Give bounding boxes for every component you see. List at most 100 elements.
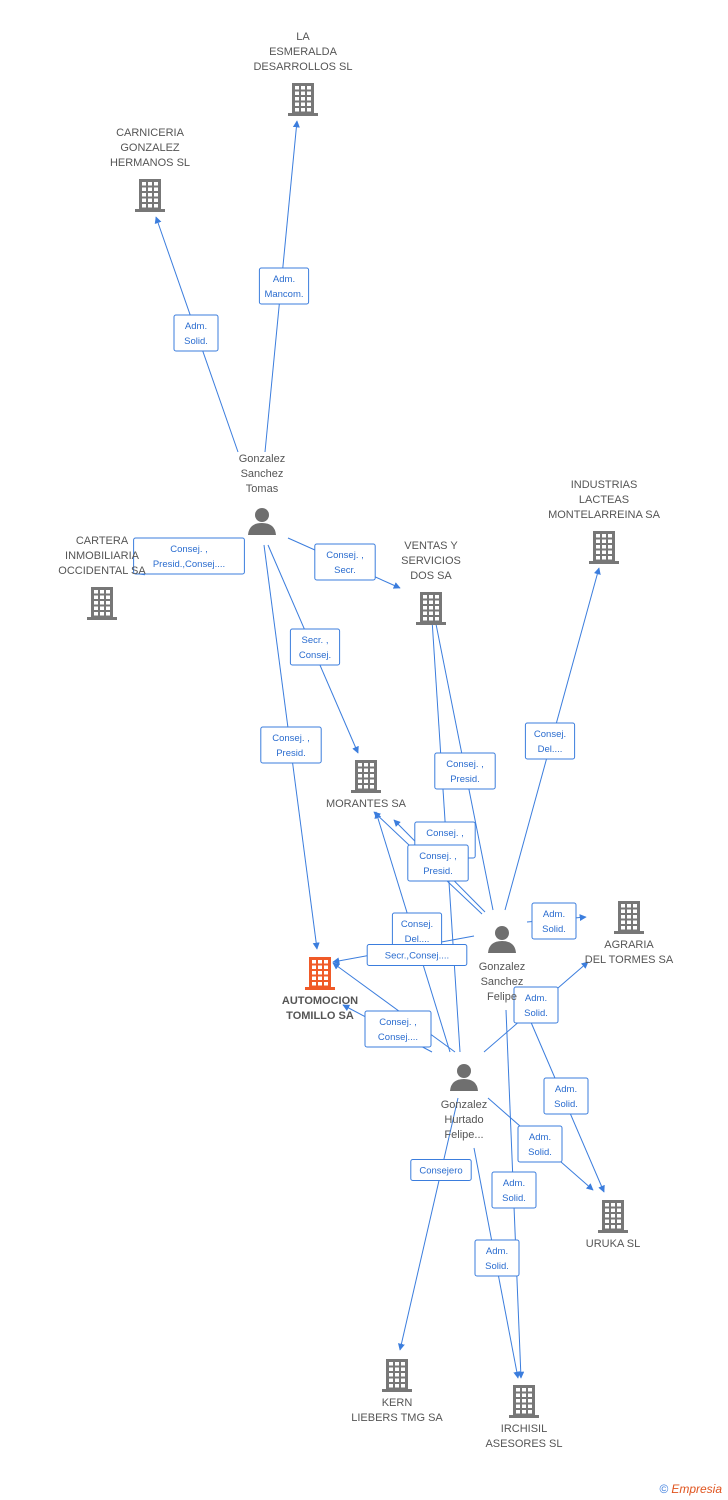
edge-label-text: Solid. — [554, 1099, 578, 1110]
node-label: Felipe... — [444, 1129, 483, 1141]
edge-label-text: Solid. — [184, 336, 208, 347]
edge-label-text: Consej. — [401, 919, 433, 930]
edge-label-hurtado-irchisil[interactable]: Adm. Solid. — [474, 1239, 520, 1277]
node-hurtado[interactable]: GonzalezHurtadoFelipe... — [441, 1064, 487, 1141]
node-label: TOMILLO SA — [286, 1010, 354, 1022]
edge-label-box[interactable] — [531, 902, 577, 940]
edge-label-box[interactable] — [133, 537, 245, 575]
node-label: CARNICERIA — [116, 127, 185, 139]
edge-label-text: Consej.... — [378, 1032, 418, 1043]
edge-label-felipe-automocion[interactable]: Consej.Del.... — [391, 912, 443, 950]
edge-label-box[interactable] — [173, 314, 219, 352]
edge-label-text: Adm. — [185, 321, 207, 332]
edge-label-tomas-cartera[interactable]: Consej. ,Presid.,Consej.... — [133, 537, 245, 575]
edge-label-text: Presid.,Consej.... — [153, 559, 225, 570]
edge-label-box[interactable] — [364, 1010, 432, 1048]
edge-label-felipe-industrias[interactable]: Consej.Del.... — [524, 722, 576, 760]
node-label: MORANTES SA — [326, 798, 407, 810]
edge-label-text: Adm. — [555, 1084, 577, 1095]
edge-label-text: Consej. , — [272, 733, 310, 744]
edge-label-text: Adm. — [529, 1132, 551, 1143]
edge-label-text: Adm. — [503, 1178, 525, 1189]
edge-label-text: Consej. , — [379, 1017, 417, 1028]
person-icon — [248, 508, 276, 535]
building-icon — [351, 760, 381, 793]
node-label: Gonzalez — [479, 961, 525, 973]
node-label: MONTELARREINA SA — [548, 509, 661, 521]
building-icon — [589, 531, 619, 564]
node-label: LIEBERS TMG SA — [351, 1412, 443, 1424]
node-label: VENTAS Y — [404, 540, 458, 552]
edge-label-hurtado-automocion[interactable]: Consej. , Consej.... — [364, 1010, 432, 1048]
edge-label-box[interactable] — [434, 752, 496, 790]
edge-label-text: Adm. — [486, 1246, 508, 1257]
node-label: SERVICIOS — [401, 555, 461, 567]
edge-label-box[interactable] — [289, 628, 341, 666]
edge-label-box[interactable] — [491, 1171, 537, 1209]
building-icon — [87, 587, 117, 620]
node-morantes[interactable]: MORANTES SA — [326, 760, 407, 810]
node-label: Felipe — [487, 991, 517, 1003]
edge-label-box[interactable] — [258, 267, 310, 305]
edge-label-text: Adm. — [273, 274, 295, 285]
edge-label-tomas-la_esmeralda[interactable]: Adm. Mancom. — [258, 267, 310, 305]
edge-label-box[interactable] — [410, 1159, 472, 1181]
edge-label-felipe-ventas[interactable]: Consej. ,Presid. — [434, 752, 496, 790]
edge-label-tomas-carniceria[interactable]: Adm. Solid. — [173, 314, 219, 352]
node-label: ASESORES SL — [485, 1438, 562, 1450]
edge-label-box[interactable] — [314, 543, 376, 581]
node-label: INDUSTRIAS — [571, 479, 638, 491]
edge-label-box[interactable] — [260, 726, 322, 764]
edge-label-text: Solid. — [542, 924, 566, 935]
edge-label-box[interactable] — [517, 1125, 563, 1163]
edge-label-text: Del.... — [538, 744, 563, 755]
node-uruka[interactable]: URUKA SL — [586, 1200, 640, 1250]
node-ventas[interactable]: VENTAS Y SERVICIOS DOS SA — [401, 540, 461, 625]
node-label: Gonzalez — [441, 1099, 487, 1111]
edge-label-tomas-morantes[interactable]: Secr. , Consej. — [289, 628, 341, 666]
edge-label-text: Adm. — [543, 909, 565, 920]
edge-label-felipe-morantes[interactable]: Consej. ,Presid. — [407, 844, 469, 882]
edge-label-tomas-automocion[interactable]: Consej. , Presid. — [260, 726, 322, 764]
edge-label-box[interactable] — [524, 722, 576, 760]
edge-label-box[interactable] — [407, 844, 469, 882]
edge-label-felipe-agraria[interactable]: Adm. Solid. — [531, 902, 577, 940]
node-label: IRCHISIL — [501, 1423, 547, 1435]
edge-label-text: Presid. — [450, 774, 480, 785]
edge-label-text: Mancom. — [264, 289, 303, 300]
edge-label-box[interactable] — [513, 986, 559, 1024]
node-label: DOS SA — [410, 570, 452, 582]
edge-label-text: Presid. — [276, 748, 306, 759]
building-icon — [305, 957, 335, 990]
edge-label-hurtado-kern[interactable]: Consejero — [410, 1159, 472, 1181]
edge-label-text: Secr. , — [302, 635, 329, 646]
edge-label-tomas-ventas[interactable]: Consej. ,Secr. — [314, 543, 376, 581]
edge-label-box[interactable] — [474, 1239, 520, 1277]
node-label: ESMERALDA — [269, 46, 338, 58]
edge-label-felipe-uruka[interactable]: Adm. Solid. — [543, 1077, 589, 1115]
building-icon — [382, 1359, 412, 1392]
edge-label-box[interactable] — [543, 1077, 589, 1115]
node-irchisil[interactable]: IRCHISIL ASESORES SL — [485, 1385, 563, 1450]
building-icon — [598, 1200, 628, 1233]
edge-label-text: Consej. — [299, 650, 331, 661]
edge-label-text: Consej. , — [426, 828, 464, 839]
person-icon — [450, 1064, 478, 1091]
edge-label-hurtado-uruka[interactable]: Adm.Solid. — [517, 1125, 563, 1163]
edge-label-felipe-irchisil[interactable]: Adm.Solid. — [491, 1171, 537, 1209]
node-label: Tomas — [246, 483, 279, 495]
edge-label-text: Solid. — [485, 1261, 509, 1272]
edge-label-hurtado-agraria[interactable]: Adm.Solid. — [513, 986, 559, 1024]
edge-label-box[interactable] — [366, 944, 468, 966]
node-label: OCCIDENTAL SA — [58, 565, 146, 577]
edge-label-hurtado-automocion[interactable]: Secr.,Consej.... — [366, 944, 468, 966]
